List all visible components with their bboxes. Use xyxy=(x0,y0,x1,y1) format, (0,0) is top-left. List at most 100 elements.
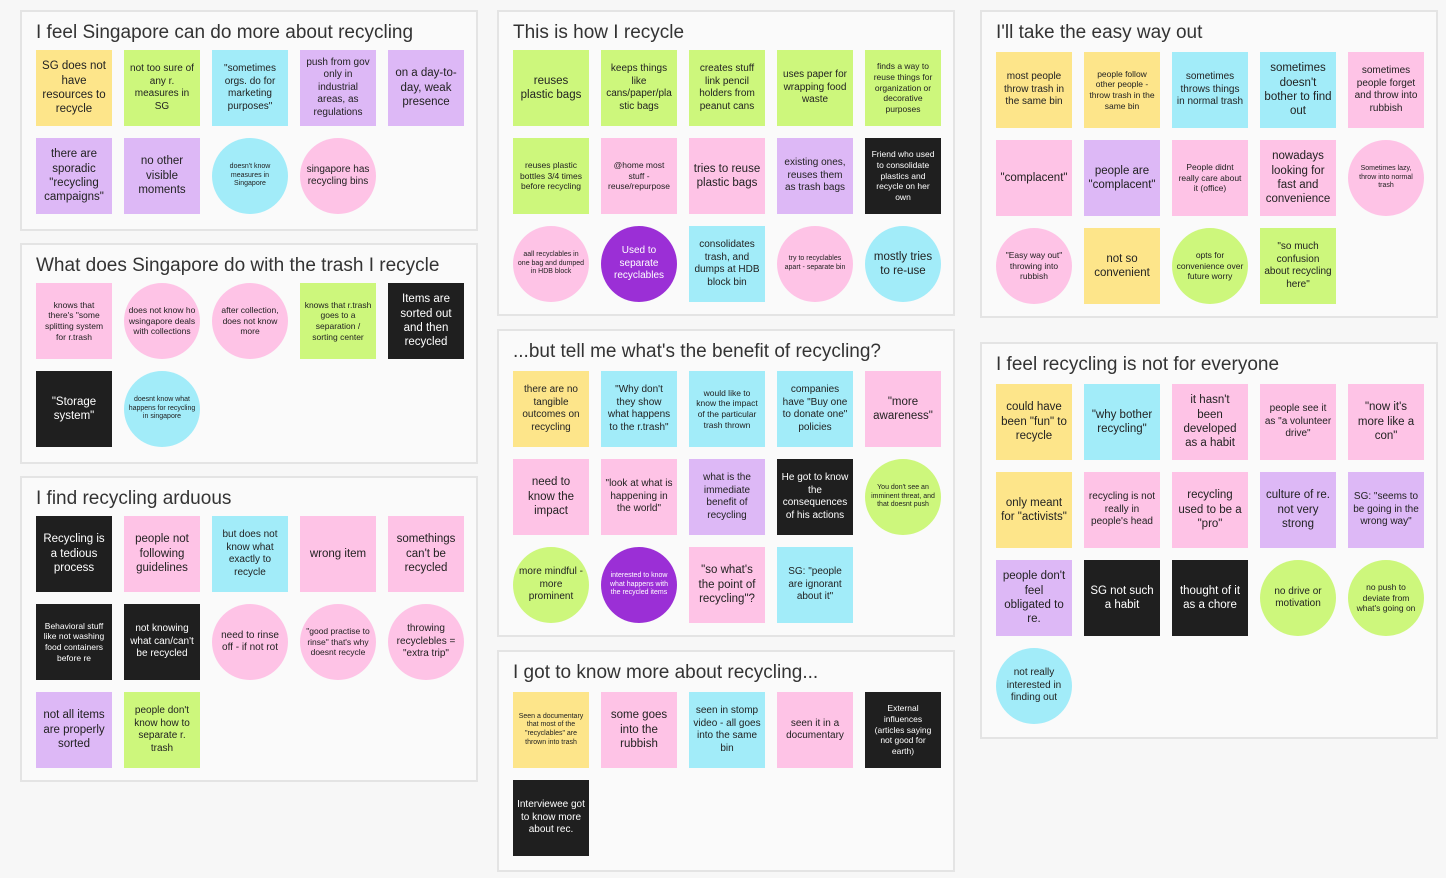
sticky-note[interactable]: wrong item xyxy=(300,516,376,592)
sticky-note[interactable]: mostly tries to re-use xyxy=(865,226,941,302)
sticky-note[interactable]: SG does not have resources to recycle xyxy=(36,50,112,126)
sticky-note[interactable]: no other visible moments xyxy=(124,138,200,214)
sticky-note[interactable]: You don't see an imminent threat, and th… xyxy=(865,459,941,535)
sticky-note[interactable]: only meant for "activists" xyxy=(996,472,1072,548)
sticky-note[interactable]: companies have "Buy one to donate one" p… xyxy=(777,371,853,447)
frame-singapore-can-do-more[interactable]: I feel Singapore can do more about recyc… xyxy=(20,10,478,231)
sticky-note[interactable]: could have been "fun" to recycle xyxy=(996,384,1072,460)
sticky-note[interactable]: not too sure of any r. measures in SG xyxy=(124,50,200,126)
sticky-note[interactable]: finds a way to reuse things for organiza… xyxy=(865,50,941,126)
sticky-note[interactable]: Recycling is a tedious process xyxy=(36,516,112,592)
sticky-note[interactable]: most people throw trash in the same bin xyxy=(996,52,1072,128)
sticky-note[interactable]: people not following guidelines xyxy=(124,516,200,592)
frame-got-to-know-more[interactable]: I got to know more about recycling... Se… xyxy=(497,650,955,872)
sticky-note[interactable]: culture of re. not very strong xyxy=(1260,472,1336,548)
sticky-note[interactable]: people follow other people - throw trash… xyxy=(1084,52,1160,128)
sticky-note[interactable]: more mindful - more prominent xyxy=(513,547,589,623)
sticky-note[interactable]: External influences (articles saying not… xyxy=(865,692,941,768)
sticky-note[interactable]: Friend who used to consolidate plastics … xyxy=(865,138,941,214)
sticky-note[interactable]: push from gov only in industrial areas, … xyxy=(300,50,376,126)
sticky-note[interactable]: doesn't know measures in Singapore xyxy=(212,138,288,214)
sticky-note[interactable]: SG: "seems to be going in the wrong way" xyxy=(1348,472,1424,548)
sticky-note[interactable]: but does not know what exactly to recycl… xyxy=(212,516,288,592)
sticky-note[interactable]: "why bother recycling" xyxy=(1084,384,1160,460)
sticky-note[interactable]: there are sporadic "recycling campaigns" xyxy=(36,138,112,214)
sticky-note[interactable]: sometimes throws things in normal trash xyxy=(1172,52,1248,128)
sticky-note[interactable]: people don't know how to separate r. tra… xyxy=(124,692,200,768)
sticky-note[interactable]: try to recyclables apart - separate bin xyxy=(777,226,853,302)
sticky-note[interactable]: recycling is not really in people's head xyxy=(1084,472,1160,548)
sticky-note[interactable]: Behavioral stuff like not washing food c… xyxy=(36,604,112,680)
sticky-note[interactable]: some goes into the rubbish xyxy=(601,692,677,768)
sticky-note[interactable]: Used to separate recyclables xyxy=(601,226,677,302)
sticky-note[interactable]: after collection, does not know more xyxy=(212,283,288,359)
sticky-note[interactable]: "Storage system" xyxy=(36,371,112,447)
sticky-note[interactable]: @home most stuff - reuse/repurpose xyxy=(601,138,677,214)
sticky-note[interactable]: people are "complacent" xyxy=(1084,140,1160,216)
sticky-note[interactable]: knows that r.trash goes to a separation … xyxy=(300,283,376,359)
sticky-note[interactable]: reuses plastic bottles 3/4 times before … xyxy=(513,138,589,214)
sticky-note[interactable]: reuses plastic bags xyxy=(513,50,589,126)
sticky-note[interactable]: "now it's more like a con" xyxy=(1348,384,1424,460)
sticky-note[interactable]: doesnt know what happens for recycling i… xyxy=(124,371,200,447)
sticky-note[interactable]: need to know the impact xyxy=(513,459,589,535)
sticky-note[interactable]: opts for convenience over future worry xyxy=(1172,228,1248,304)
sticky-note[interactable]: does not know ho wsingapore deals with c… xyxy=(124,283,200,359)
sticky-note[interactable]: Seen a documentary that most of the "rec… xyxy=(513,692,589,768)
sticky-note[interactable]: "so much confusion about recycling here" xyxy=(1260,228,1336,304)
sticky-note[interactable]: "good practise to rinse" that's why does… xyxy=(300,604,376,680)
sticky-note[interactable]: uses paper for wrapping food waste xyxy=(777,50,853,126)
sticky-note[interactable]: no push to deviate from what's going on xyxy=(1348,560,1424,636)
sticky-note[interactable]: interested to know what happens with the… xyxy=(601,547,677,623)
sticky-note[interactable]: He got to know the consequences of his a… xyxy=(777,459,853,535)
frame-what-singapore-does[interactable]: What does Singapore do with the trash I … xyxy=(20,243,478,464)
sticky-note[interactable]: people don't feel obligated to re. xyxy=(996,560,1072,636)
sticky-note[interactable]: SG not such a habit xyxy=(1084,560,1160,636)
sticky-note[interactable]: not really interested in finding out xyxy=(996,648,1072,724)
sticky-note[interactable]: what is the immediate benefit of recycli… xyxy=(689,459,765,535)
sticky-note[interactable]: not all items are properly sorted xyxy=(36,692,112,768)
sticky-note[interactable]: somethings can't be recycled xyxy=(388,516,464,592)
sticky-note[interactable]: "Easy way out" throwing into rubbish xyxy=(996,228,1072,304)
sticky-note[interactable]: Interviewee got to know more about rec. xyxy=(513,780,589,856)
sticky-note[interactable]: sometimes people forget and throw into r… xyxy=(1348,52,1424,128)
sticky-note[interactable]: thought of it as a chore xyxy=(1172,560,1248,636)
sticky-note[interactable]: sometimes doesn't bother to find out xyxy=(1260,52,1336,128)
frame-easy-way-out[interactable]: I'll take the easy way out most people t… xyxy=(980,10,1438,318)
sticky-note[interactable]: singapore has recycling bins xyxy=(300,138,376,214)
sticky-note[interactable]: consolidates trash, and dumps at HDB blo… xyxy=(689,226,765,302)
sticky-note[interactable]: SG: "people are ignorant about it" xyxy=(777,547,853,623)
frame-not-for-everyone[interactable]: I feel recycling is not for everyone cou… xyxy=(980,342,1438,739)
sticky-note[interactable]: not so convenient xyxy=(1084,228,1160,304)
sticky-note[interactable]: throwing recyclebles = "extra trip" xyxy=(388,604,464,680)
sticky-note[interactable]: People didnt really care about it (offic… xyxy=(1172,140,1248,216)
sticky-note[interactable]: "look at what is happening in the world" xyxy=(601,459,677,535)
sticky-note[interactable]: people see it as "a volunteer drive" xyxy=(1260,384,1336,460)
sticky-note[interactable]: nowadays looking for fast and convenienc… xyxy=(1260,140,1336,216)
sticky-note[interactable]: no drive or motivation xyxy=(1260,560,1336,636)
sticky-note[interactable]: it hasn't been developed as a habit xyxy=(1172,384,1248,460)
frame-benefit-of-recycling[interactable]: ...but tell me what's the benefit of rec… xyxy=(497,329,955,637)
sticky-note[interactable]: would like to know the impact of the par… xyxy=(689,371,765,447)
sticky-note[interactable]: recycling used to be a "pro" xyxy=(1172,472,1248,548)
sticky-note[interactable]: tries to reuse plastic bags xyxy=(689,138,765,214)
frame-recycling-arduous[interactable]: I find recycling arduous Recycling is a … xyxy=(20,476,478,782)
sticky-note[interactable]: there are no tangible outcomes on recycl… xyxy=(513,371,589,447)
sticky-note[interactable]: "more awareness" xyxy=(865,371,941,447)
sticky-note[interactable]: seen it in a documentary xyxy=(777,692,853,768)
sticky-note[interactable]: seen in stomp video - all goes into the … xyxy=(689,692,765,768)
sticky-note[interactable]: Sometimes lazy, throw into normal trash xyxy=(1348,140,1424,216)
sticky-note[interactable]: not knowing what can/can't be recycled xyxy=(124,604,200,680)
sticky-note[interactable]: creates stuff link pencil holders from p… xyxy=(689,50,765,126)
sticky-note[interactable]: on a day-to-day, weak presence xyxy=(388,50,464,126)
sticky-note[interactable]: "Why don't they show what happens to the… xyxy=(601,371,677,447)
sticky-note[interactable]: "so what's the point of recycling"? xyxy=(689,547,765,623)
sticky-note[interactable]: aall recyclables in one bag and dumped i… xyxy=(513,226,589,302)
sticky-note[interactable]: "complacent" xyxy=(996,140,1072,216)
sticky-note[interactable]: existing ones, reuses them as trash bags xyxy=(777,138,853,214)
sticky-note[interactable]: "sometimes orgs. do for marketing purpos… xyxy=(212,50,288,126)
frame-how-i-recycle[interactable]: This is how I recycle reuses plastic bag… xyxy=(497,10,955,316)
sticky-note[interactable]: keeps things like cans/paper/plastic bag… xyxy=(601,50,677,126)
sticky-note[interactable]: Items are sorted out and then recycled xyxy=(388,283,464,359)
sticky-note[interactable]: need to rinse off - if not rot xyxy=(212,604,288,680)
